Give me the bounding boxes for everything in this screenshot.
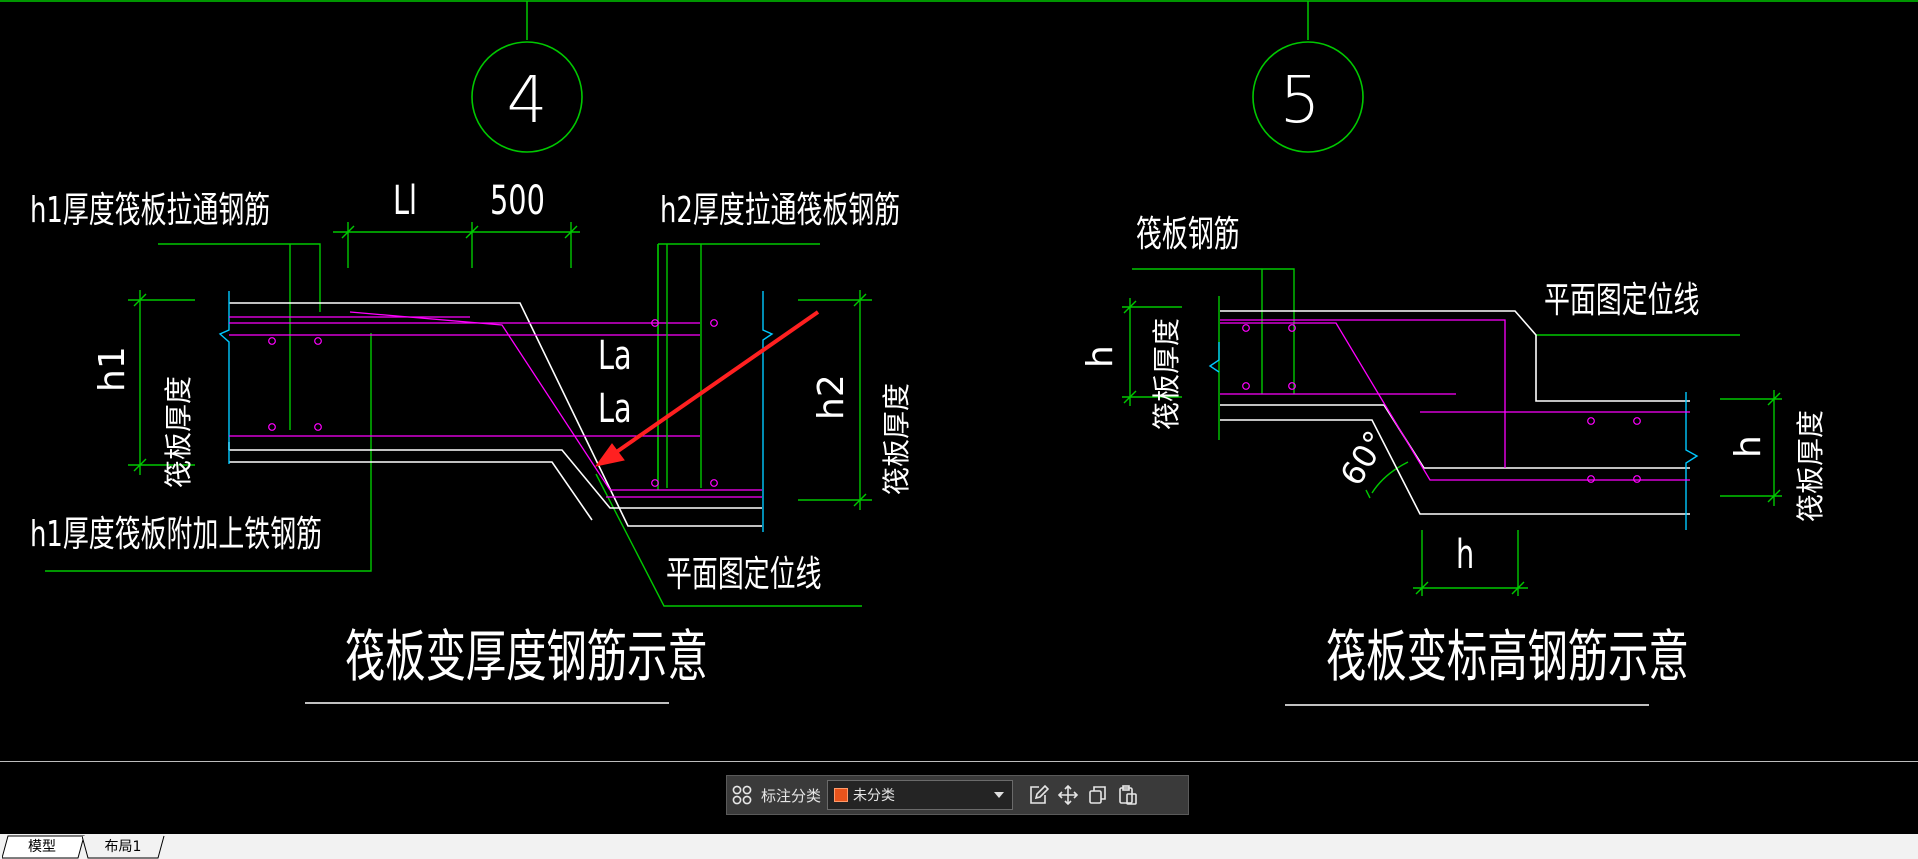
label-thickness-right-4: 筏板厚度 — [880, 383, 913, 495]
detail-5-number: 5 — [1280, 64, 1321, 138]
drawing-canvas[interactable]: 4 — [0, 0, 1918, 761]
dim-500: 500 — [490, 178, 545, 224]
category-label: 标注分类 — [761, 786, 822, 805]
dim-h1: h1 — [92, 346, 133, 392]
canvas-divider — [0, 761, 1918, 762]
label-thickness-left-5: 筏板厚度 — [1150, 318, 1183, 430]
dim-ll: Ll — [393, 178, 417, 224]
frame-lines — [0, 0, 1918, 40]
chevron-down-icon — [994, 792, 1005, 798]
category-select-value: 未分类 — [853, 788, 896, 804]
annotation-toolbar: 标注分类 未分类 — [726, 775, 1189, 815]
dim-h-left: h — [1080, 345, 1121, 368]
label-h1-through-rebar: h1厚度筏板拉通钢筋 — [30, 190, 270, 231]
label-thickness-right-5: 筏板厚度 — [1794, 410, 1827, 522]
label-h2-through-rebar: h2厚度拉通筏板钢筋 — [660, 190, 900, 231]
tab-layout1-shape — [82, 835, 165, 859]
paste-icon[interactable] — [1113, 780, 1143, 810]
move-icon[interactable] — [1053, 780, 1083, 810]
layout-tab-bar: 模型 布局1 — [0, 834, 1918, 859]
tab-layout1-label: 布局1 — [104, 839, 142, 855]
detail-5-circle — [1252, 41, 1364, 153]
label-la-2: La — [598, 386, 632, 432]
angle-60: 60° — [1333, 424, 1395, 492]
tab-model[interactable]: 模型 — [2, 835, 85, 859]
detail-5: 5 — [1080, 41, 1827, 706]
category-select[interactable]: 未分类 — [827, 780, 1014, 810]
title-detail-5: 筏板变标高钢筋示意 — [1326, 624, 1689, 689]
red-arrow[interactable] — [594, 310, 820, 467]
label-thickness-left-4: 筏板厚度 — [162, 376, 195, 488]
detail-4-number: 4 — [507, 64, 548, 138]
label-h1-additional-rebar: h1厚度筏板附加上铁钢筋 — [30, 514, 322, 555]
category-color-swatch — [834, 788, 849, 802]
title-detail-4: 筏板变厚度钢筋示意 — [345, 624, 708, 689]
tab-model-label: 模型 — [28, 839, 56, 855]
detail-4-circle — [471, 41, 583, 153]
tab-layout1[interactable]: 布局1 — [82, 835, 165, 859]
label-la-1: La — [598, 333, 632, 379]
edit-icon[interactable] — [1023, 780, 1053, 810]
grid-icon[interactable] — [727, 780, 757, 810]
dim-h-right: h — [1728, 435, 1769, 458]
dim-h2: h2 — [811, 374, 852, 420]
label-plan-line-5: 平面图定位线 — [1544, 280, 1699, 321]
copy-icon[interactable] — [1083, 780, 1113, 810]
dim-h-bottom: h — [1456, 532, 1474, 578]
label-raft-rebar: 筏板钢筋 — [1136, 214, 1240, 255]
detail-4: 4 — [30, 41, 913, 704]
label-plan-line-4: 平面图定位线 — [666, 554, 821, 595]
